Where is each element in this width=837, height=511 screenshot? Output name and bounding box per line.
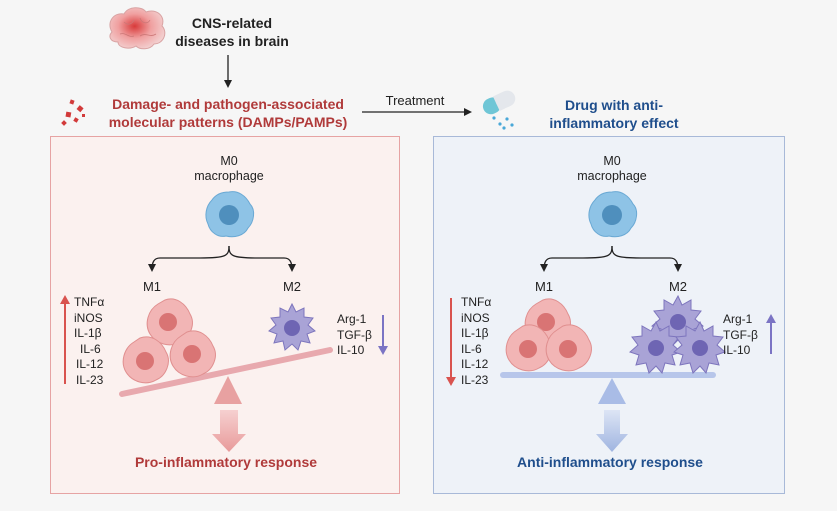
cytokine: IL-23 — [76, 372, 104, 387]
cytokine: TNFα — [461, 295, 492, 309]
m1-label-left: M1 — [142, 279, 162, 294]
anti-inflammatory-response-label: Anti-inflammatory response — [517, 454, 703, 470]
cytokine: IL-12 — [76, 357, 104, 372]
response-arrow-right — [596, 410, 628, 452]
cytokine: IL-1β — [74, 326, 102, 341]
cytokine: IL-23 — [461, 372, 489, 387]
brain-icon — [109, 7, 166, 50]
m2-label-left: M2 — [282, 279, 302, 294]
m0-macrophage-cell-left — [205, 191, 255, 238]
cytokine: IL-12 — [461, 357, 489, 372]
cytokine: IL-6 — [461, 341, 482, 356]
balance-fulcrum-left — [214, 376, 242, 404]
balance-fulcrum-right — [598, 378, 626, 404]
treatment-label: Treatment — [385, 93, 445, 108]
cytokine: IL-10 — [337, 343, 365, 358]
m2-label-right: M2 — [668, 279, 688, 294]
cytokine: TGF-β — [337, 327, 372, 342]
m2-cell-left — [268, 302, 316, 351]
cytokine: IL-1β — [461, 326, 489, 341]
m1-cells-right — [505, 298, 592, 372]
cytokine: iNOS — [461, 310, 490, 325]
m2-cells-right — [629, 294, 726, 375]
cytokine: IL-6 — [80, 341, 101, 356]
damps-label: Damage- and pathogen-associated molecula… — [108, 96, 348, 130]
pro-inflammatory-response-label: Pro-inflammatory response — [134, 454, 318, 470]
response-arrow-left — [212, 410, 246, 452]
m1-cytokine-list-right: TNFα iNOS IL-1β IL-6 IL-12 IL-23 — [461, 295, 491, 389]
split-arrows-left — [148, 245, 296, 272]
m1-label-right: M1 — [534, 279, 554, 294]
m1-cells-left — [122, 298, 216, 384]
split-arrows-right — [540, 245, 682, 272]
m2-cytokine-list-right: Arg-1 TGF-β IL-10 — [723, 312, 758, 359]
drug-label: Drug with anti- inflammatory effect — [549, 97, 679, 131]
m0-label-right: M0 macrophage — [577, 154, 647, 183]
cytokine: Arg-1 — [723, 312, 753, 326]
m1-cytokine-list-left: TNFα iNOS IL-1β IL-6 IL-12 IL-23 — [74, 295, 104, 389]
cytokine: TGF-β — [723, 327, 758, 342]
balance-beam-left — [119, 347, 333, 397]
m0-label-left: M0 macrophage — [194, 154, 264, 183]
m0-macrophage-cell-right — [588, 191, 638, 238]
damps-icon — [61, 99, 85, 126]
pill-icon — [482, 90, 516, 130]
cytokine: TNFα — [74, 295, 105, 309]
cytokine: Arg-1 — [337, 312, 367, 326]
cytokine: IL-10 — [723, 343, 751, 358]
cytokine: iNOS — [74, 310, 103, 325]
cns-label: CNS-related diseases in brain — [175, 15, 289, 49]
m2-cytokine-list-left: Arg-1 TGF-β IL-10 — [337, 312, 372, 359]
